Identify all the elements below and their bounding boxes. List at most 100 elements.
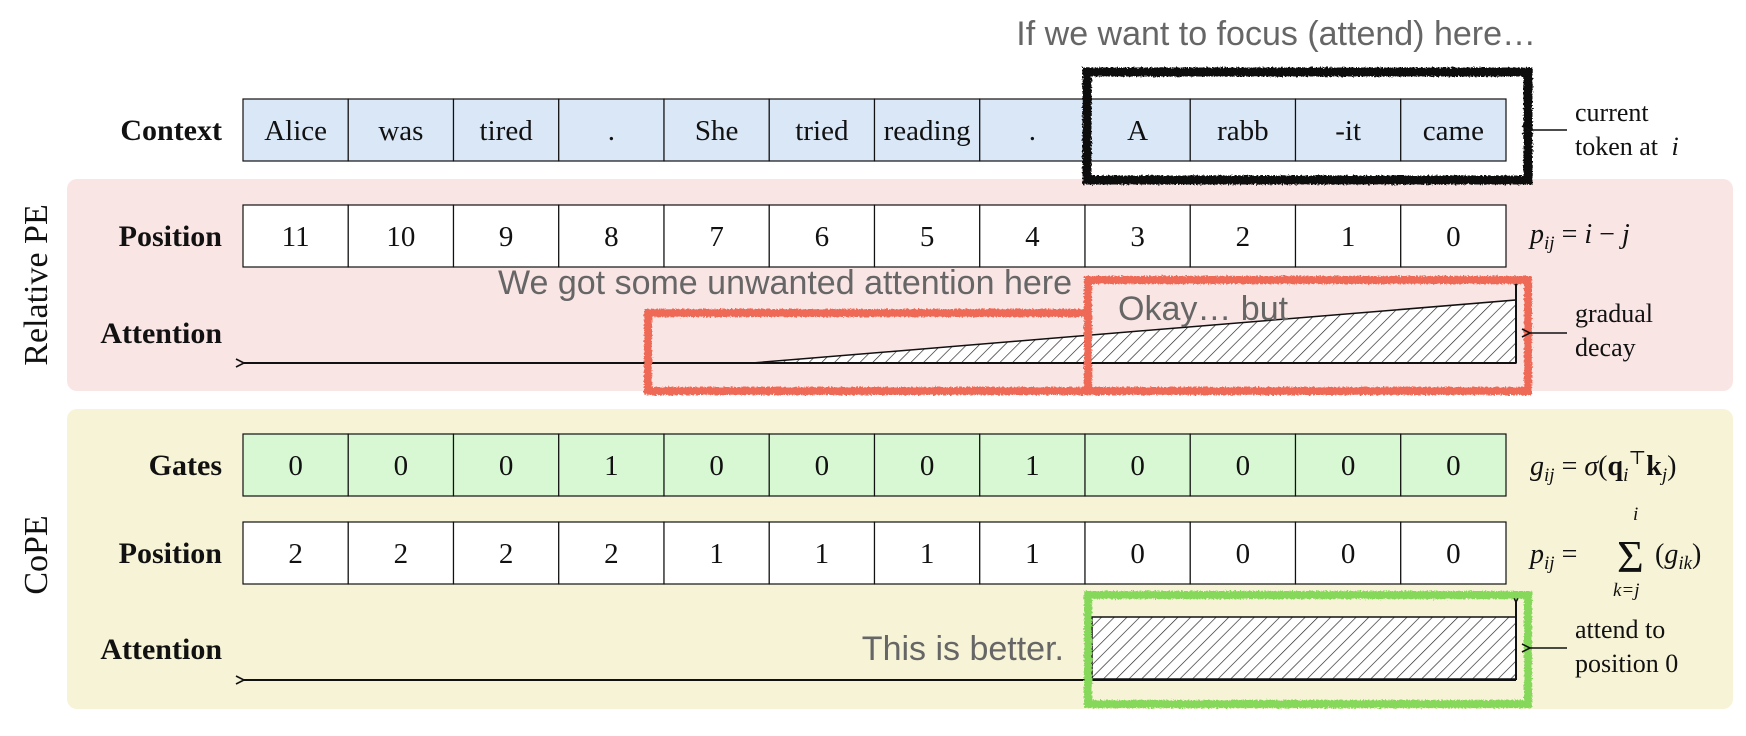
cope-position-cell: 1 [979,521,1086,585]
gate-value-label: 0 [1446,450,1461,482]
gate-value-cell: 1 [979,433,1086,497]
gate-value-cell-box [1294,433,1402,497]
gate-value-cell-box [1084,433,1191,497]
gate-value-label: 0 [1341,450,1356,482]
relative-position-label: 9 [499,221,514,253]
context-token-label: tried [795,115,849,147]
gate-value-cell: 0 [347,433,455,497]
relative-position-cell: 10 [347,204,455,268]
gate-value-label: 0 [920,450,935,482]
relative-position-cell-box [242,204,349,268]
gate-value-label: 1 [604,450,619,482]
gate-value-label: 0 [1236,450,1251,482]
relative-position-label: 4 [1025,221,1040,253]
section-label-relative-pe: Relative PE [18,204,55,365]
relative-position-cell: 4 [979,204,1086,268]
note-attend-line1: attend to [1575,615,1665,644]
relative-position-cell: 6 [768,204,876,268]
gate-value-label: 0 [1130,450,1145,482]
context-token-cell-box [1294,98,1402,162]
gate-value-cell-box [663,433,770,497]
gate-value-label: 0 [499,450,514,482]
cope-position-cell-box [768,521,876,585]
context-token-label: -it [1335,115,1361,147]
cope-position-label: 2 [499,538,514,570]
cope-position-cell: 0 [1189,521,1297,585]
formula-gate: gij = σ(qi⊤kj) [1530,448,1676,486]
context-token-cell: was [347,98,455,162]
cope-position-cell-box [1400,521,1507,585]
cope-position-cell: 2 [242,521,349,585]
gate-value-label: 1 [1025,450,1040,482]
formula-cope-position: pij = Σ i k=j (gik) [1528,504,1701,601]
relative-position-cell: 3 [1084,204,1191,268]
cope-position-cell: 0 [1400,521,1507,585]
context-token-cell: . [558,98,665,162]
relative-position-cell-box [1400,204,1507,268]
cope-position-label: 2 [604,538,619,570]
cope-position-cell: 2 [558,521,665,585]
svg-text:(gik): (gik) [1655,539,1701,574]
relative-position-cell-box [979,204,1086,268]
relative-position-cell: 2 [1189,204,1297,268]
context-token-cell: . [979,98,1086,162]
gate-value-label: 0 [815,450,830,482]
context-token-cell: She [663,98,770,162]
relative-position-cell-box [452,204,560,268]
cope-position-label: 2 [394,538,409,570]
cope-position-label: 1 [815,538,830,570]
relative-position-cell-box [768,204,876,268]
note-attend-position-zero: attend to position 0 [1575,615,1678,678]
cope-position-cell-box [242,521,349,585]
cope-position-cell-box [979,521,1086,585]
gate-value-cell-box [873,433,981,497]
relative-position-label: 11 [282,221,310,253]
cope-position-label: 2 [288,538,303,570]
context-token-label: Alice [264,115,327,147]
row-label-context: Context [120,114,222,147]
gate-value-label: 0 [709,450,724,482]
gate-value-cell: 0 [663,433,770,497]
relative-position-label: 8 [604,221,619,253]
cope-position-cell-box [558,521,665,585]
cope-position-cell-box [347,521,455,585]
relative-position-label: 5 [920,221,935,253]
svg-text:Σ: Σ [1617,531,1644,582]
row-label-cope-attention: Attention [100,633,222,666]
context-token-cell: A [1084,98,1191,162]
relative-position-cell-box [347,204,455,268]
cope-position-label: 0 [1236,538,1251,570]
gate-value-cell-box [1400,433,1507,497]
relative-position-label: 6 [815,221,830,253]
gate-value-cell-box [558,433,665,497]
cope-position-label: 1 [1025,538,1040,570]
svg-text:k=j: k=j [1613,580,1640,601]
relative-position-cell: 1 [1294,204,1402,268]
cope-position-cell-box [1189,521,1297,585]
formula-relative-position: pij = i − j [1528,219,1630,254]
cope-position-cell: 1 [873,521,981,585]
context-token-cell-box [979,98,1086,162]
svg-text:gij = σ(qi⊤kj): gij = σ(qi⊤kj) [1530,448,1676,486]
context-token-label: rabb [1217,115,1269,147]
context-token-cell: tired [452,98,560,162]
cope-position-cell: 2 [347,521,455,585]
relative-position-label: 2 [1236,221,1251,253]
context-token-cell-box [452,98,560,162]
cope-position-label: 0 [1341,538,1356,570]
context-token-cell: Alice [242,98,349,162]
row-label-relative-attention: Attention [100,317,222,350]
context-token-label: . [608,115,615,147]
gate-value-cell: 0 [873,433,981,497]
annotation-okay: Okay… but [1118,290,1289,328]
cope-position-label: 1 [920,538,935,570]
context-token-cell-box [558,98,665,162]
annotation-focus: If we want to focus (attend) here… [1016,15,1536,53]
relative-position-cell: 5 [873,204,981,268]
relative-position-cell: 11 [242,204,349,268]
row-label-gates: Gates [149,449,222,482]
